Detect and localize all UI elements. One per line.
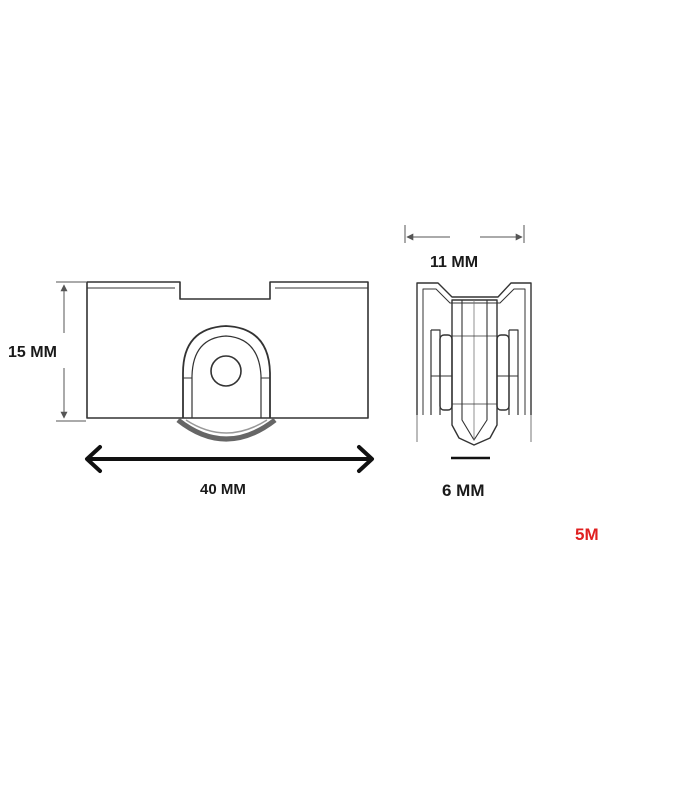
front-view	[86, 281, 369, 442]
side-housing-inner	[422, 288, 526, 415]
front-wheel-arc-outer	[176, 418, 277, 442]
side-view	[416, 282, 532, 446]
length-label: 40 MM	[200, 481, 246, 498]
length-arrow-head-left	[85, 445, 102, 473]
width-label: 11 MM	[430, 254, 478, 271]
height-dimension	[56, 281, 86, 422]
side-axle-boss-left	[439, 334, 453, 411]
side-wheel-groove	[461, 300, 488, 441]
front-housing-outline	[86, 281, 369, 419]
side-axle-boss-right	[496, 334, 510, 411]
front-wheel-arc-inner	[185, 419, 268, 434]
side-wheel-outer	[451, 299, 498, 446]
length-dimension	[85, 445, 374, 473]
front-bracket-inner	[191, 335, 262, 418]
side-bracket-left	[430, 329, 441, 415]
height-label: 15 MM	[8, 344, 57, 361]
wheel-width-label: 6 MM	[442, 481, 485, 500]
side-housing-outer	[416, 282, 532, 415]
front-bracket-outer	[182, 325, 271, 418]
front-axle-hole	[210, 355, 242, 387]
width-dimension	[404, 225, 532, 442]
length-arrow-head-right	[357, 445, 374, 473]
side-bracket-right	[508, 329, 519, 415]
product-code: 5M	[575, 525, 599, 544]
